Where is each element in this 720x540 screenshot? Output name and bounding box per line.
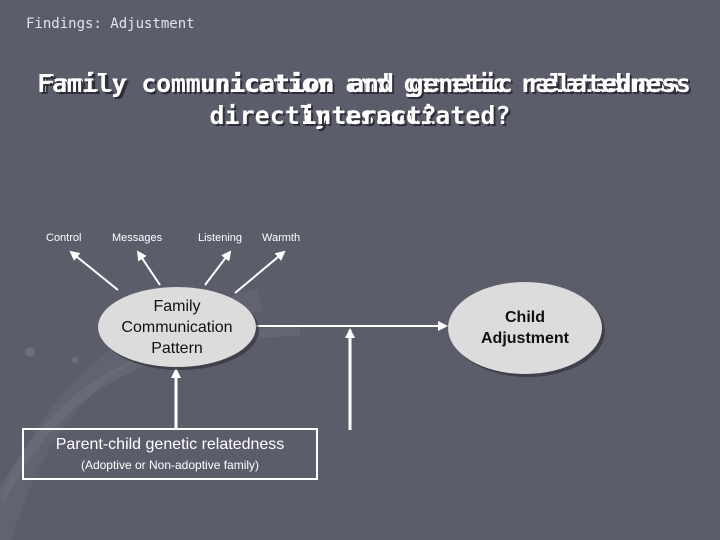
family-communication-node: Family Communication Pattern xyxy=(98,287,256,367)
family-communication-label: Family Communication Pattern xyxy=(121,297,233,357)
indicator-messages: Messages xyxy=(112,232,163,244)
title-line-1: Family communication and genetic related… xyxy=(39,69,681,98)
arrow-to-listening xyxy=(204,250,232,286)
arrow-to-warmth xyxy=(234,250,286,294)
child-adjustment-node: Child Adjustment xyxy=(448,282,602,374)
indicator-listening: Listening xyxy=(198,232,243,244)
title-line-1-overlay: Family communication and genetic related… xyxy=(37,69,691,98)
indicator-control: Control xyxy=(46,232,82,244)
slide-header: Findings: Adjustment xyxy=(26,16,195,32)
genetic-relatedness-box: Parent-child genetic relatedness (Adopti… xyxy=(22,428,318,480)
title-line-2-overlay: interact? xyxy=(301,101,437,130)
indicator-warmth: Warmth xyxy=(262,232,301,244)
arrow-to-control xyxy=(69,250,119,291)
slide-title-interact: Family communication and genetic related… xyxy=(4,68,720,132)
genetic-relatedness-title: Parent-child genetic relatedness xyxy=(55,436,285,453)
title-line-2: directly associated? xyxy=(209,101,511,130)
arrow-to-messages xyxy=(136,250,161,286)
child-adjustment-label: Child Adjustment xyxy=(481,309,569,347)
slide-title-direct: Family communication and genetic related… xyxy=(0,68,720,132)
genetic-relatedness-subtitle: (Adoptive or Non-adoptive family) xyxy=(80,458,260,472)
